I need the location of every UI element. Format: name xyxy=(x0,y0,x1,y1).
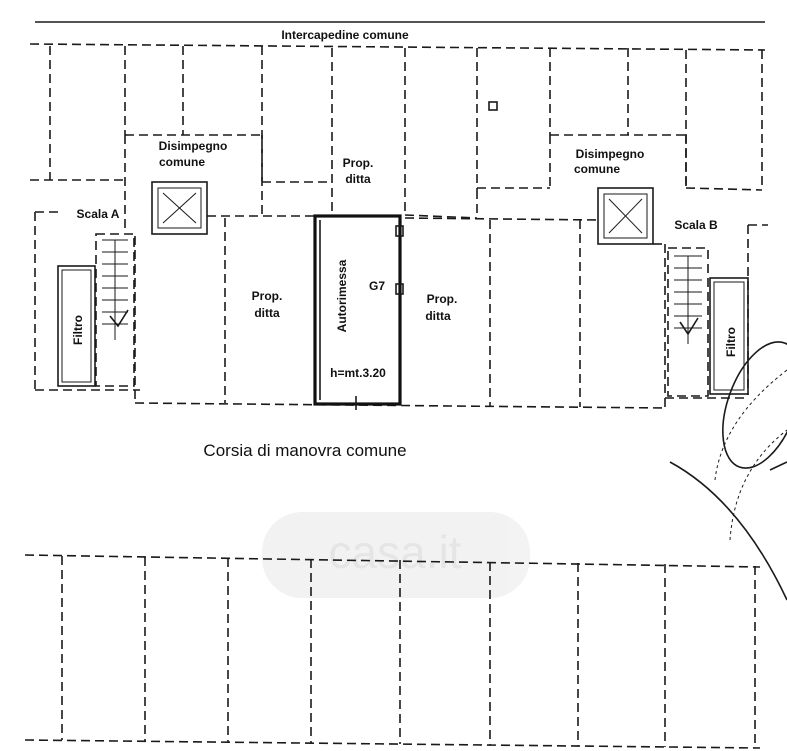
label-aisle: Corsia di manovra comune xyxy=(203,441,406,460)
lower-block xyxy=(24,554,761,749)
label-garage-height: h=mt.3.20 xyxy=(330,366,386,380)
lift-right xyxy=(597,187,654,245)
stair-a xyxy=(57,233,135,387)
label-right-prop-1: Prop. xyxy=(427,292,458,306)
label-left-prop-2: ditta xyxy=(254,306,280,320)
label-upper-prop-1: Prop. xyxy=(343,156,374,170)
label-stair-a: Scala A xyxy=(77,207,120,221)
label-landing-left-2: comune xyxy=(159,155,205,169)
curved-marks xyxy=(669,341,787,601)
label-garage-id: G7 xyxy=(369,279,385,293)
label-garage-name: Autorimessa xyxy=(335,259,349,332)
garage-g7 xyxy=(313,214,404,410)
label-landing-right-1: Disimpegno xyxy=(576,147,645,161)
marker-box xyxy=(488,101,498,111)
watermark-text: casa.it xyxy=(329,526,462,578)
label-top-corridor: Intercapedine comune xyxy=(281,28,409,42)
lift-left xyxy=(151,181,208,235)
label-filter-right: Filtro xyxy=(724,327,738,357)
label-landing-left-1: Disimpegno xyxy=(159,139,228,153)
label-right-prop-2: ditta xyxy=(425,309,451,323)
watermark: casa.it xyxy=(262,512,530,598)
label-filter-left: Filtro xyxy=(71,315,85,345)
label-upper-prop-2: ditta xyxy=(345,172,371,186)
label-left-prop-1: Prop. xyxy=(252,289,283,303)
stair-b xyxy=(667,247,749,397)
label-landing-right-2: comune xyxy=(574,162,620,176)
label-stair-b: Scala B xyxy=(674,218,718,232)
upper-block xyxy=(29,21,766,232)
